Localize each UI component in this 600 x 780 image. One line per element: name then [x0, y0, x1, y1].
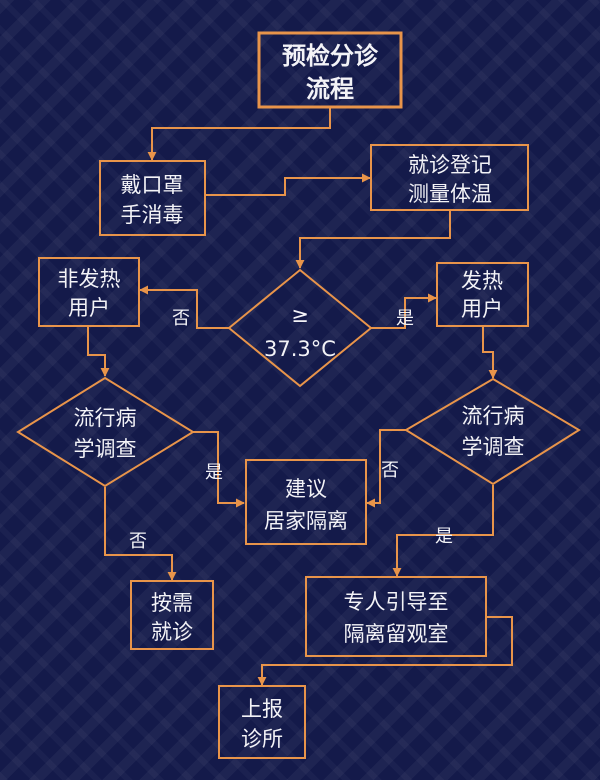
node-register: 就诊登记 测量体温 [370, 144, 529, 211]
edge-epi-left-to-home [193, 431, 245, 508]
node-fever-line-1: 发热 [461, 269, 503, 293]
node-as-needed-line-1: 按需 [151, 591, 193, 615]
node-fever: 发热 用户 [436, 262, 529, 327]
edge-fever-to-epi-right [482, 326, 498, 379]
edge-register-to-check [295, 210, 451, 269]
edge-epi-left-to-asneeded [104, 487, 177, 581]
node-report: 上报 诊所 [218, 685, 306, 759]
node-escort-line-1: 专人引导至 [344, 590, 449, 614]
node-epi-right-line-2: 学调查 [462, 435, 525, 459]
node-epi-left: 流行病 学调查 [16, 376, 195, 488]
node-start-box [257, 31, 403, 109]
node-escort: 专人引导至 隔离留观室 [305, 576, 487, 657]
label-right-no: 否 [381, 460, 399, 481]
edge-epi-right-to-home [366, 429, 406, 508]
node-epi-right-line-1: 流行病 [462, 404, 525, 428]
node-fever-box [436, 262, 529, 327]
node-temp-check-diamond [227, 268, 373, 388]
node-as-needed: 按需 就诊 [130, 580, 214, 650]
node-epi-left-line-2: 学调查 [74, 437, 137, 461]
edge-epi-right-to-escort [392, 485, 494, 577]
node-escort-box [305, 576, 487, 657]
edge-labels: 否 是 是 否 否 是 [129, 308, 453, 552]
node-non-fever: 非发热 用户 [38, 257, 140, 327]
edge-start-to-mask [147, 108, 331, 161]
node-epi-left-diamond [16, 376, 195, 488]
edge-mask-to-register [205, 173, 371, 196]
node-start-line-1: 预检分诊 [282, 42, 379, 70]
label-temp-yes: 是 [396, 308, 414, 329]
node-epi-right-diamond [404, 377, 581, 486]
node-non-fever-line-2: 用户 [68, 296, 110, 320]
node-mask-line-2: 手消毒 [121, 203, 184, 227]
node-report-line-1: 上报 [241, 697, 283, 721]
edge-check-to-nonfever [139, 285, 229, 329]
label-temp-no: 否 [172, 308, 190, 329]
node-mask-box [99, 160, 206, 236]
label-right-yes: 是 [435, 526, 453, 547]
node-register-line-1: 就诊登记 [408, 153, 492, 177]
edges [87, 108, 513, 686]
node-home-isolation-line-2: 居家隔离 [264, 509, 348, 533]
node-temp-check-line-1: ≥ [291, 303, 309, 327]
node-start: 预检分诊 流程 [257, 31, 403, 109]
node-epi-left-line-1: 流行病 [74, 406, 137, 430]
edge-check-to-fever [371, 293, 437, 329]
node-temp-check-line-2: 37.3°C [264, 337, 336, 361]
edge-escort-to-report [257, 616, 513, 686]
node-temp-check: ≥ 37.3°C [227, 268, 373, 388]
node-start-line-2: 流程 [306, 75, 354, 103]
node-mask-line-1: 戴口罩 [121, 173, 184, 197]
node-report-line-2: 诊所 [241, 727, 283, 751]
node-escort-line-2: 隔离留观室 [344, 622, 449, 646]
node-epi-right: 流行病 学调查 [404, 377, 581, 486]
node-home-isolation-box [245, 459, 367, 545]
node-report-box [218, 685, 306, 759]
node-register-box [370, 144, 529, 211]
label-left-yes: 是 [205, 462, 223, 483]
label-left-no: 否 [129, 531, 147, 552]
node-non-fever-line-1: 非发热 [58, 267, 121, 291]
node-home-isolation-line-1: 建议 [285, 477, 327, 501]
node-as-needed-line-2: 就诊 [151, 620, 193, 644]
edge-nonfever-to-epi-left [87, 326, 110, 377]
node-register-line-2: 测量体温 [408, 182, 492, 206]
node-home-isolation: 建议 居家隔离 [245, 459, 367, 545]
node-non-fever-box [38, 257, 140, 327]
node-mask: 戴口罩 手消毒 [99, 160, 206, 236]
node-fever-line-2: 用户 [461, 297, 503, 321]
node-as-needed-box [130, 580, 214, 650]
